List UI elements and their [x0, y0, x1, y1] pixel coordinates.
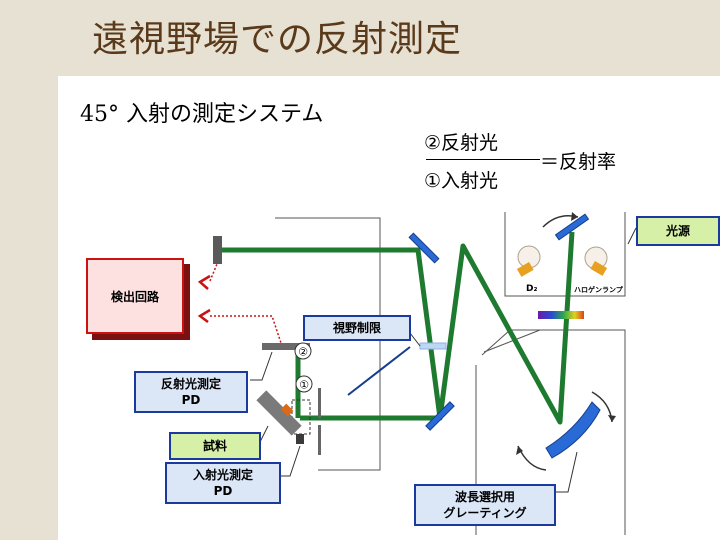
incident-pd-box: 入射光測定 PD	[165, 462, 281, 504]
leader-field-limit	[409, 332, 421, 347]
field-limit-indicator	[347, 346, 411, 396]
signal-line-top	[209, 263, 218, 282]
mono-slit-line	[483, 329, 541, 353]
leader-reflected-pd	[250, 351, 273, 381]
halogen-lamp-icon	[584, 246, 608, 276]
beam-path-main	[222, 231, 575, 425]
reflected-pd-box: 反射光測定 PD	[134, 371, 248, 413]
formula-numerator: ②反射光	[424, 132, 499, 154]
grating-box: 波長選択用 グレーティング	[414, 484, 556, 526]
detector-plate-top	[213, 236, 222, 264]
subtitle: 45° 入射の測定システム	[80, 102, 324, 127]
formula-result: ＝反射率	[540, 151, 617, 173]
halogen-lamp-label: ハロゲンランプ	[574, 285, 624, 294]
signal-line-bottom	[210, 315, 282, 344]
fraction-bar	[426, 159, 540, 160]
source-housing-outline	[504, 212, 626, 297]
mirror-bottom	[425, 401, 455, 431]
signal-arrow-top	[197, 274, 211, 290]
leader-incident-pd	[280, 445, 301, 477]
leader-source	[627, 227, 637, 245]
mark-2: ②	[298, 346, 308, 359]
d2-lamp-label: D₂	[526, 284, 537, 294]
mark-1-circle	[295, 375, 313, 393]
signal-arrow-bottom	[197, 308, 211, 323]
light-source-box: 光源	[636, 216, 720, 246]
sample-block	[256, 390, 302, 436]
grating-mirror	[545, 401, 601, 459]
d2-lamp-icon	[516, 245, 541, 277]
arrowhead-2	[608, 415, 616, 422]
left-housing-outline	[275, 217, 381, 471]
mark-2-circle	[294, 342, 312, 360]
beam-blocker-top	[318, 388, 321, 418]
sample-box: 試料	[169, 432, 261, 460]
detector-circuit-box: 検出回路	[86, 258, 184, 334]
mark-1: ①	[299, 379, 309, 392]
grating-rotate-arrow-bottom	[517, 445, 547, 471]
arrowhead-3	[516, 446, 523, 455]
incident-pd-detector	[296, 434, 304, 444]
mirror-source	[554, 213, 590, 241]
mirror-top-left	[408, 232, 440, 264]
leader-grating	[555, 451, 578, 493]
reflected-pd-plate	[262, 343, 310, 350]
spectrum-strip	[538, 311, 584, 319]
mirror-field-limit	[419, 342, 447, 350]
field-limit-box: 視野制限	[303, 315, 411, 341]
page-title: 遠視野場での反射測定	[92, 19, 463, 60]
beam-blocker-bottom	[318, 425, 321, 455]
detector-circuit-label: 検出回路	[110, 290, 159, 304]
arrowhead-1	[571, 212, 578, 221]
formula-denominator: ①入射光	[424, 170, 499, 192]
sample-surface	[280, 403, 294, 417]
